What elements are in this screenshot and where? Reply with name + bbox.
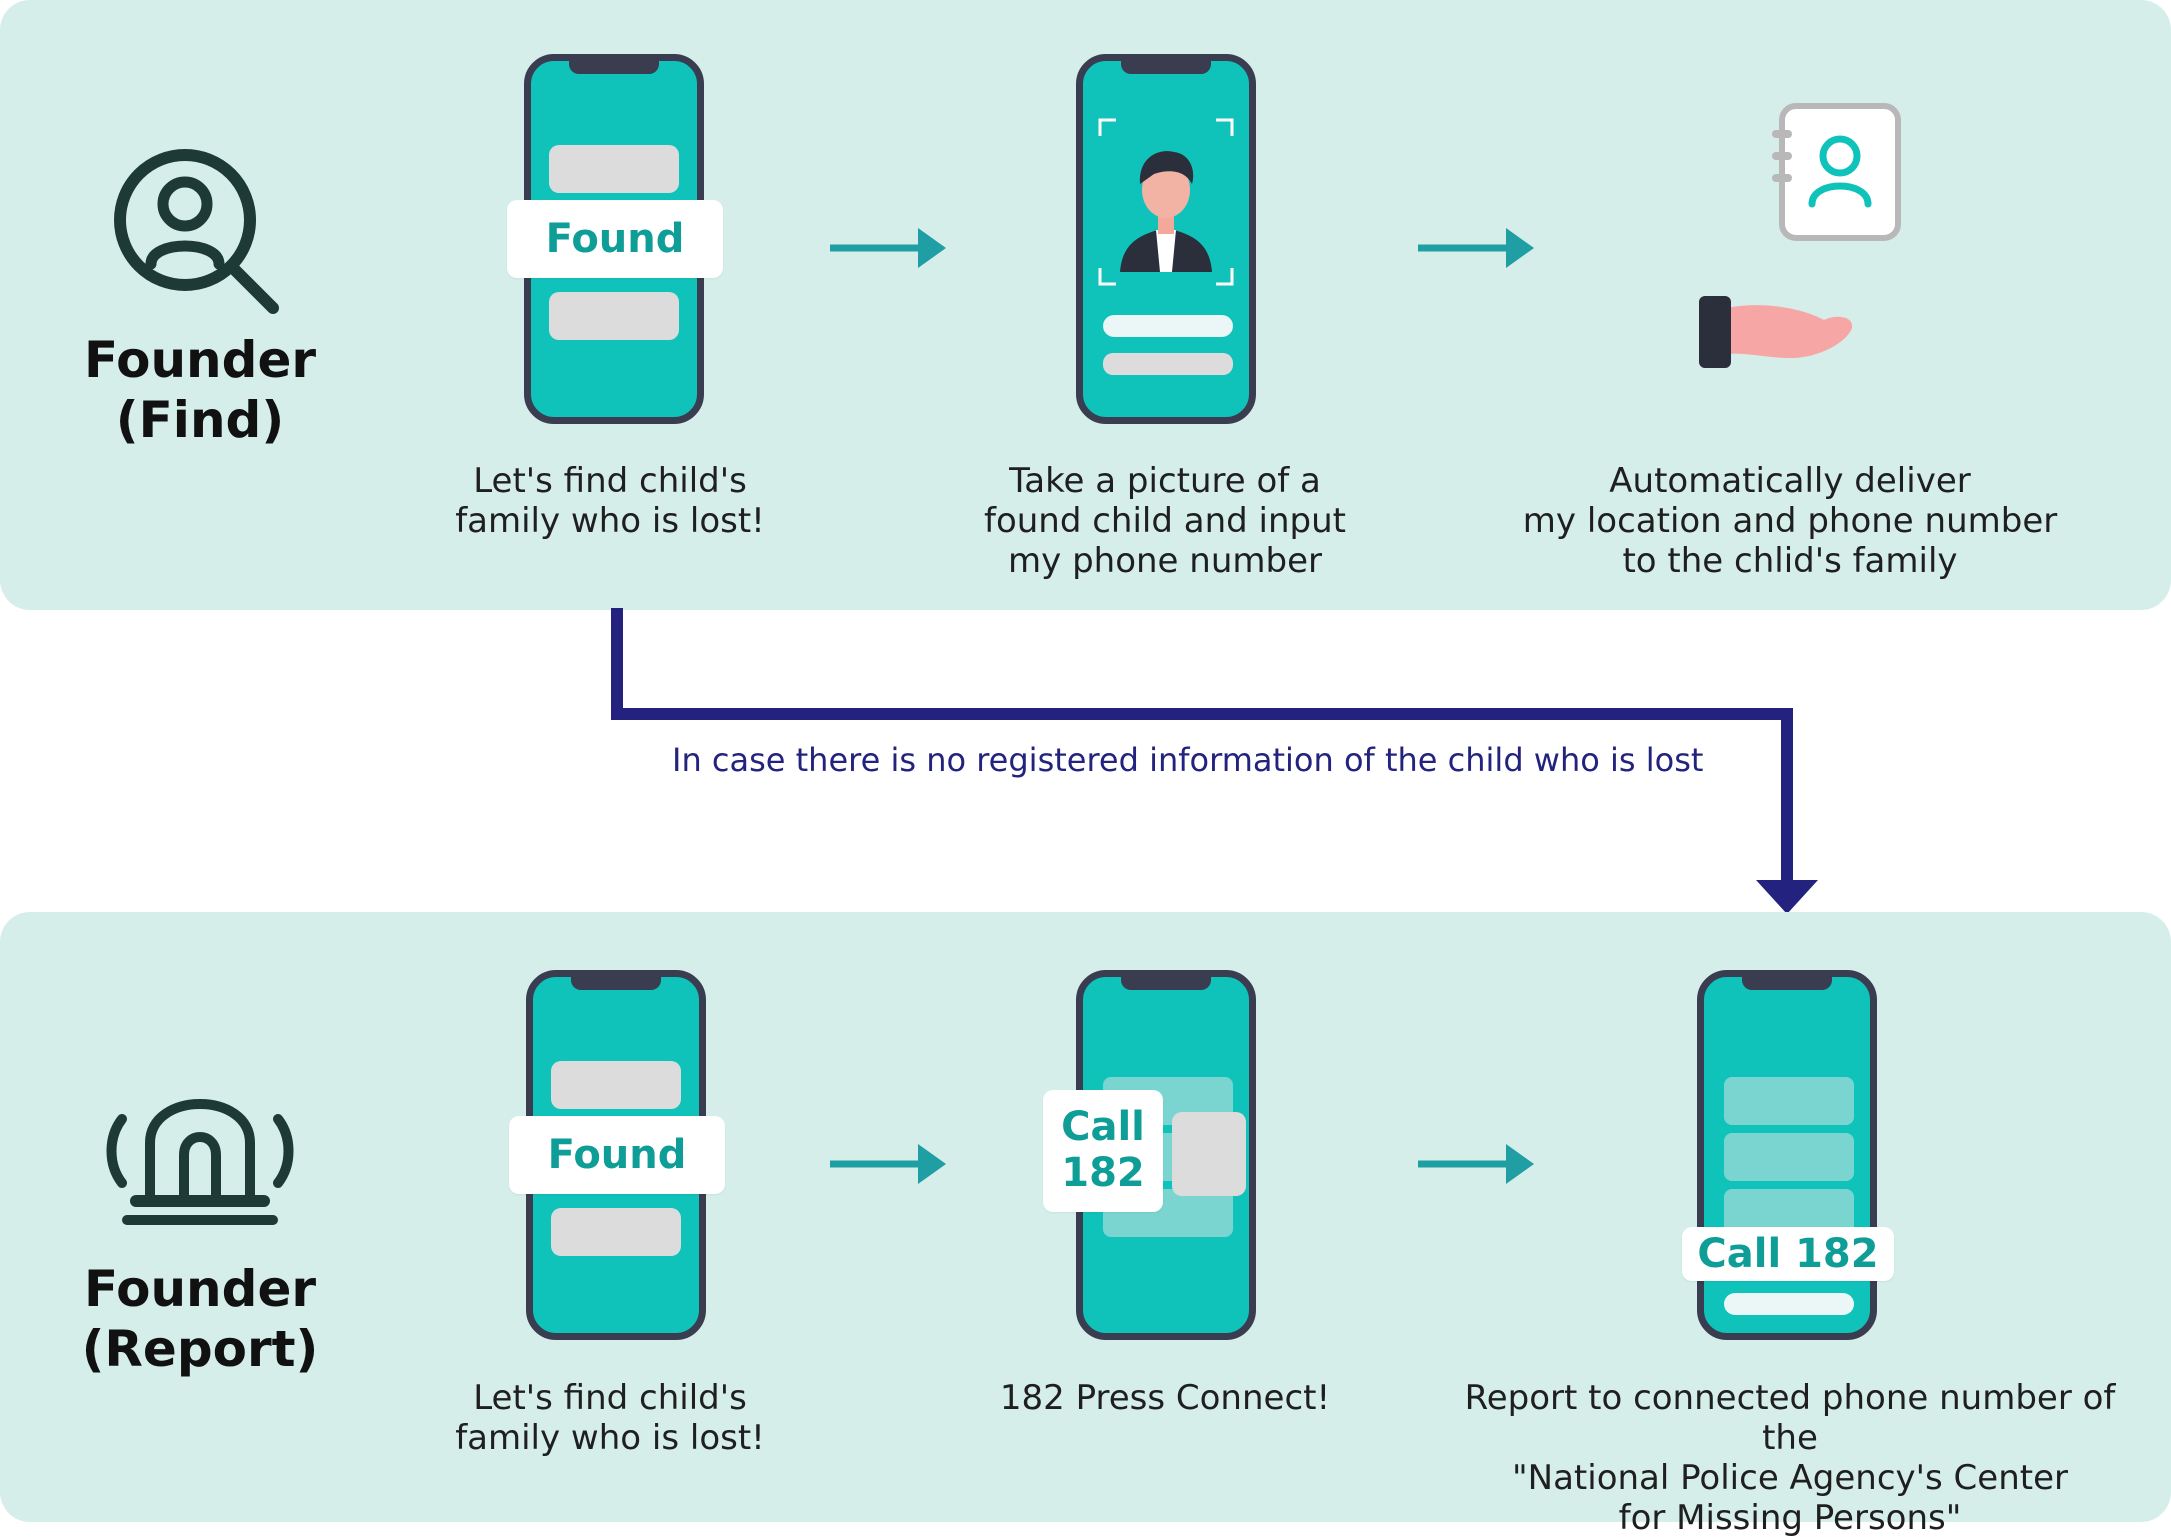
list-row-bar xyxy=(1724,1133,1854,1181)
placeholder-bar xyxy=(551,1061,681,1109)
find-step2-phone xyxy=(1076,54,1256,424)
siren-icon xyxy=(106,1099,294,1225)
flow-label: In case there is no registered informati… xyxy=(672,741,1704,779)
report-step2-caption: 182 Press Connect! xyxy=(999,1378,1331,1418)
phone-notch xyxy=(1121,60,1211,74)
report-step1-caption: Let's find child's family who is lost! xyxy=(455,1378,765,1458)
phone-notch xyxy=(1742,976,1832,990)
report-section-title: Founder (Report) xyxy=(81,1260,319,1378)
list-row-bar xyxy=(1724,1077,1854,1125)
call-182-tag: Call 182 xyxy=(1682,1227,1894,1281)
phone-notch xyxy=(571,976,661,990)
phone-notch xyxy=(1121,976,1211,990)
arrow-right-icon xyxy=(1418,1144,1534,1184)
arrow-right-icon xyxy=(830,228,946,268)
find-section-title: Founder (Find) xyxy=(83,331,317,449)
search-person-icon xyxy=(114,149,279,314)
report-step3-phone xyxy=(1697,970,1877,1340)
placeholder-bar xyxy=(549,292,679,340)
placeholder-bar xyxy=(551,1208,681,1256)
call-tag-line2: 182 xyxy=(1061,1150,1145,1196)
placeholder-bar xyxy=(1103,353,1233,375)
find-step1-caption: Let's find child's family who is lost! xyxy=(455,461,765,541)
open-hand-icon xyxy=(1699,296,1853,368)
phone-notch xyxy=(569,60,659,74)
input-field-bar xyxy=(1103,315,1233,337)
call-182-tag: Call 182 xyxy=(1043,1090,1163,1212)
arrow-right-icon xyxy=(830,1144,946,1184)
report-step3-caption: Report to connected phone number of the … xyxy=(1464,1378,2116,1538)
gray-square xyxy=(1172,1112,1246,1196)
person-photo-frame-icon xyxy=(1098,118,1234,286)
find-step2-caption: Take a picture of a found child and inpu… xyxy=(983,461,1346,581)
arrow-right-icon xyxy=(1418,228,1534,268)
input-field-bar xyxy=(1724,1293,1854,1315)
contact-card-icon xyxy=(1772,103,1901,241)
placeholder-bar xyxy=(549,145,679,193)
found-tag: Found xyxy=(507,200,723,278)
found-tag: Found xyxy=(509,1116,725,1194)
find-step3-caption: Automatically deliver my location and ph… xyxy=(1522,461,2058,581)
call-tag-line1: Call xyxy=(1061,1104,1145,1150)
